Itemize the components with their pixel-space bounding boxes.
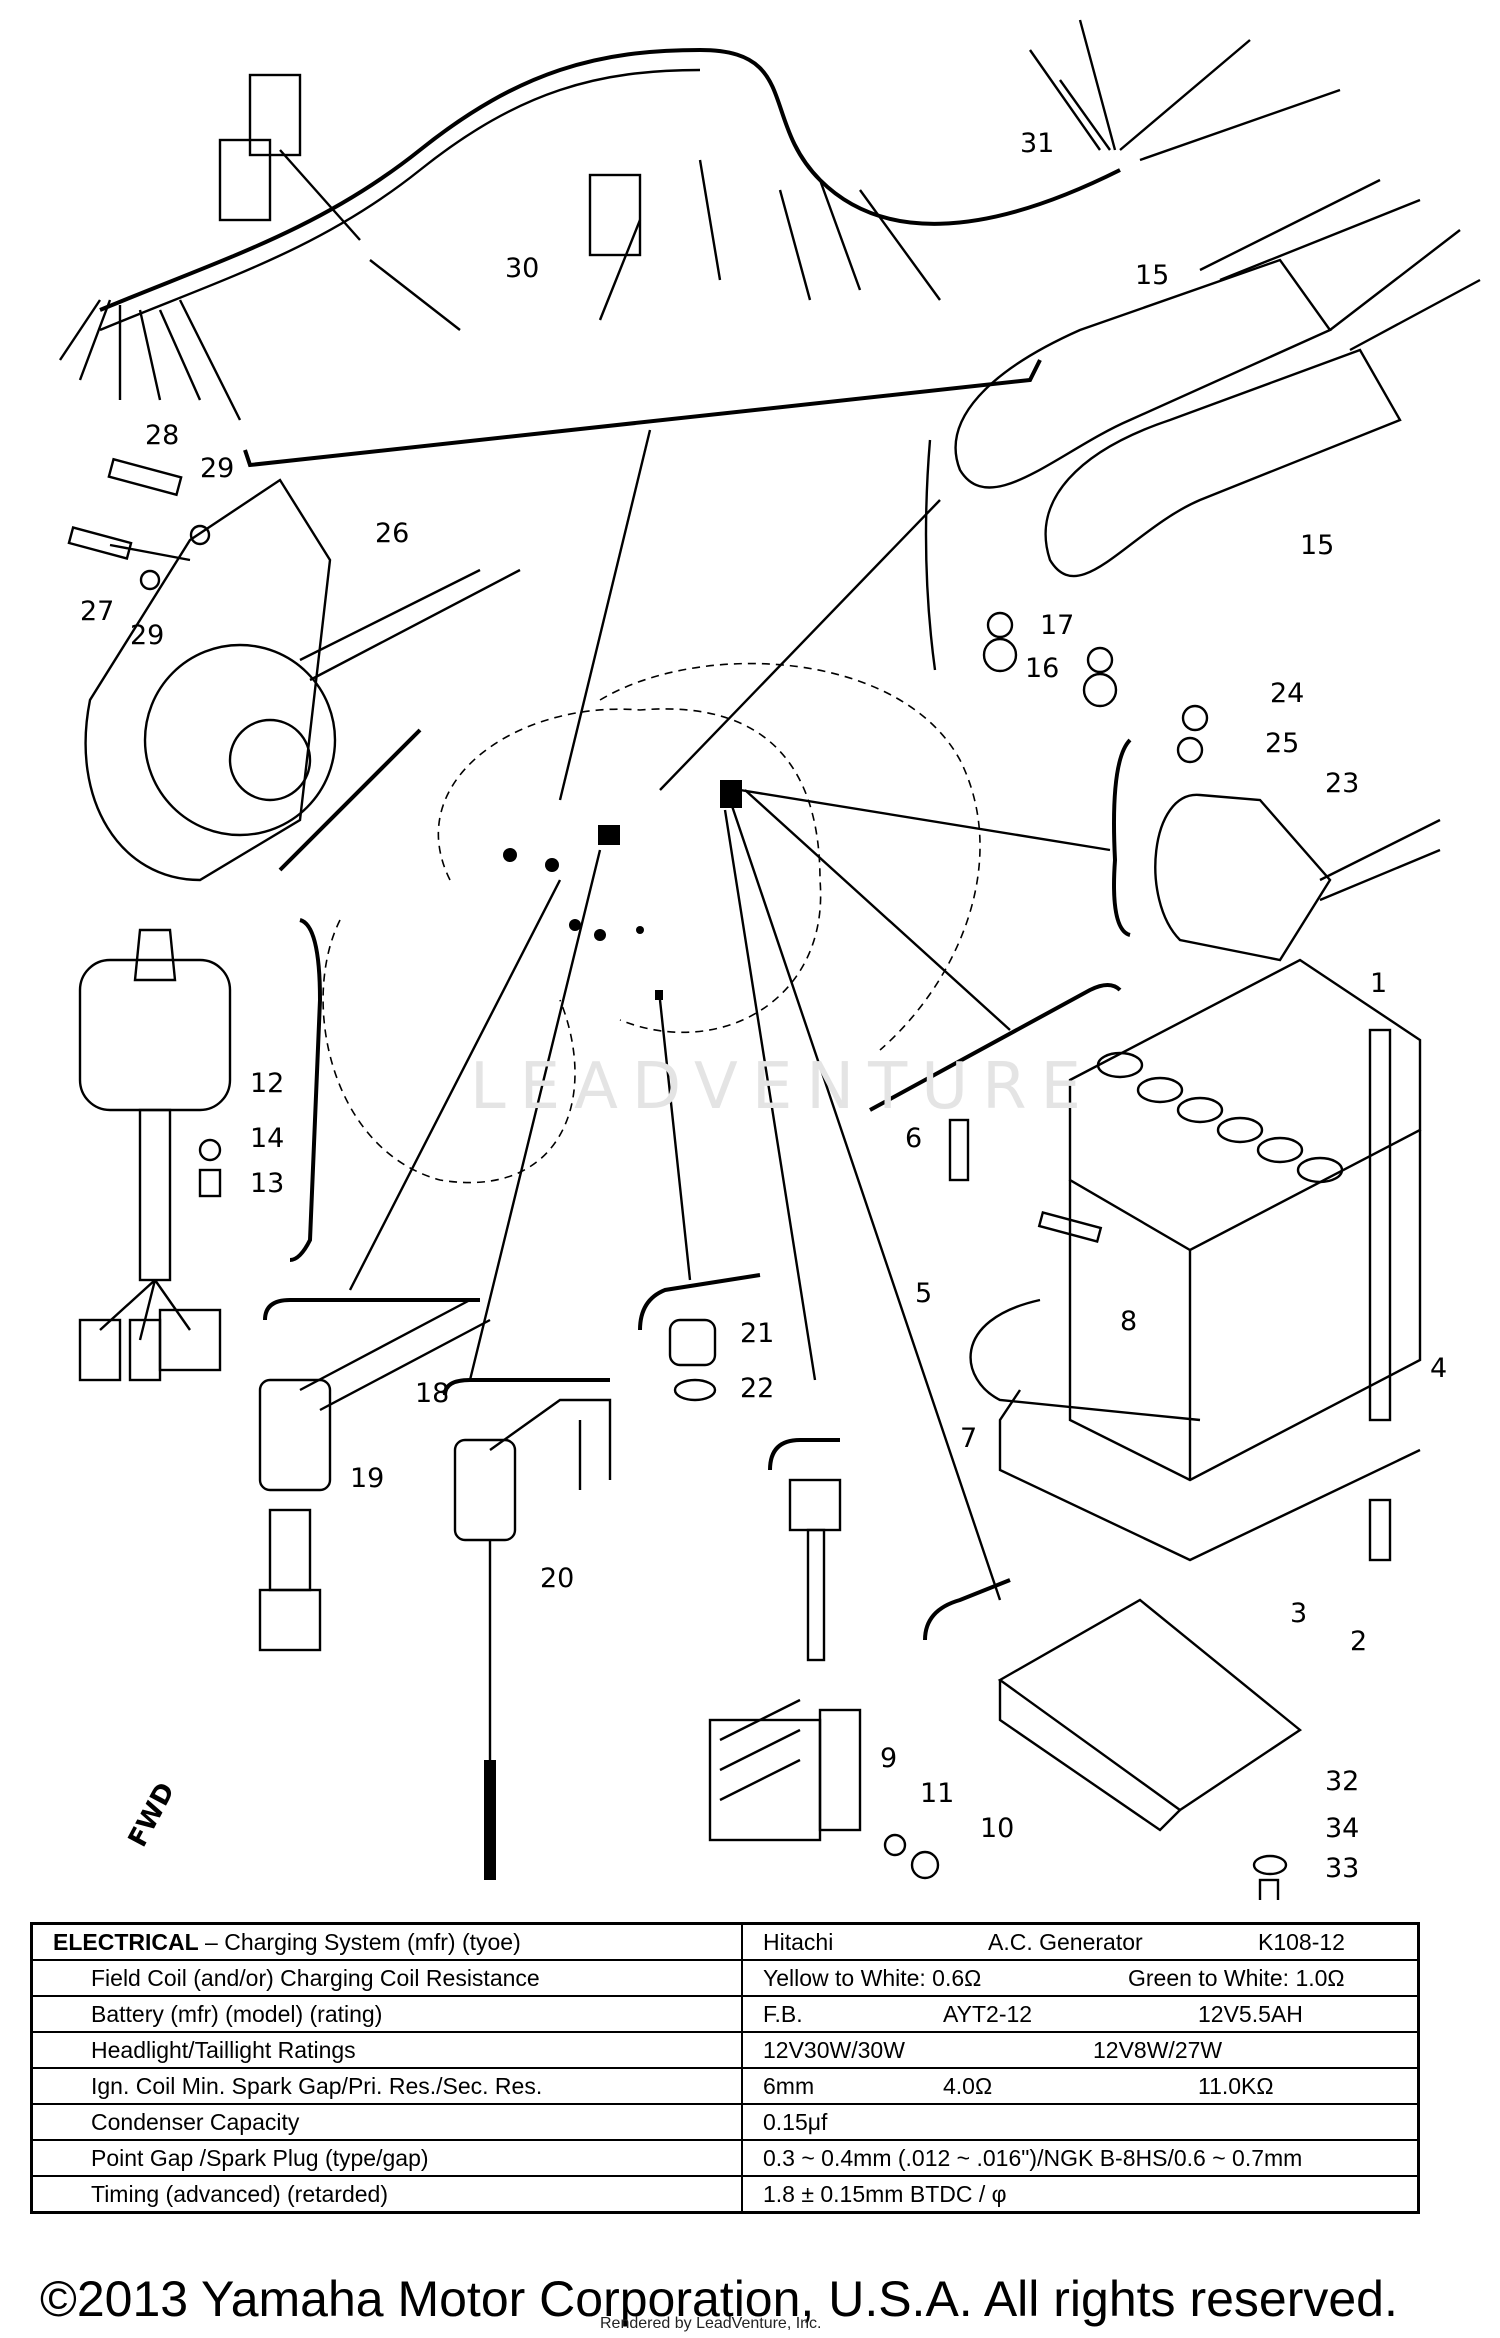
spec-value-part: Green to White: 1.0Ω (1128, 1964, 1345, 1991)
callout-17[interactable]: 17 (1040, 610, 1075, 641)
spec-label: Condenser Capacity (31, 2103, 743, 2140)
battery (869, 958, 1422, 1562)
table-row: Field Coil (and/or) Charging Coil Resist… (31, 1959, 1419, 1996)
spec-label: Battery (mfr) (model) (rating) (31, 1995, 743, 2032)
spec-value: Hitachi A.C. Generator K108-12 (742, 1922, 1419, 1960)
callout-16[interactable]: 16 (1025, 653, 1060, 684)
ignition-switch (78, 918, 323, 1382)
spec-value-part: K108-12 (1258, 1928, 1345, 1955)
plug-caps (258, 1298, 612, 1880)
table-row: Point Gap /Spark Plug (type/gap) 0.3 ~ 0… (31, 2139, 1419, 2176)
spec-label: Headlight/Taillight Ratings (31, 2031, 743, 2068)
callout-30[interactable]: 30 (505, 253, 540, 284)
spec-value-part: 12V5.5AH (1198, 2000, 1303, 2027)
callout-26[interactable]: 26 (375, 518, 410, 549)
callout-9[interactable]: 9 (880, 1743, 898, 1774)
callout-3[interactable]: 3 (1290, 1598, 1308, 1629)
spec-value-part: 12V8W/27W (1093, 2036, 1223, 2063)
callout-15a[interactable]: 15 (1135, 260, 1170, 291)
spec-value-part: Yellow to White: 0.6Ω (763, 1964, 982, 1991)
callout-11[interactable]: 11 (920, 1778, 955, 1809)
callout-19[interactable]: 19 (350, 1463, 385, 1494)
table-row: Battery (mfr) (model) (rating) F.B. AYT2-… (31, 1995, 1419, 2032)
condenser-23 (1154, 704, 1441, 962)
callout-32[interactable]: 32 (1325, 1766, 1360, 1797)
callout-7[interactable]: 7 (960, 1423, 978, 1454)
callout-33[interactable]: 33 (1325, 1853, 1360, 1884)
callout-34[interactable]: 34 (1325, 1813, 1360, 1844)
callout-12[interactable]: 12 (250, 1068, 285, 1099)
callout-18[interactable]: 18 (415, 1378, 450, 1409)
watermark: LEADVENTURE (470, 1050, 1095, 1124)
callout-21[interactable]: 21 (740, 1318, 775, 1349)
table-row: Ign. Coil Min. Spark Gap/Pri. Res./Sec. … (31, 2067, 1419, 2104)
spec-value: Yellow to White: 0.6Ω Green to White: 1.0… (742, 1959, 1419, 1996)
spec-value-part: Hitachi (763, 1928, 834, 1955)
spec-value: F.B. AYT2-12 12V5.5AH (742, 1995, 1419, 2032)
callout-23[interactable]: 23 (1325, 768, 1360, 799)
callout-29b[interactable]: 29 (130, 620, 165, 651)
spec-value-part: A.C. Generator (988, 1928, 1143, 1955)
parts-diagram (59, 19, 1481, 1900)
table-row: Timing (advanced) (retarded) 1.8 ± 0.15m… (31, 2175, 1419, 2213)
horn (67, 457, 521, 882)
spec-label: ELECTRICAL – Charging System (mfr) (tyoe… (31, 1922, 743, 1960)
spec-value: 12V30W/30W 12V8W/27W (742, 2031, 1419, 2068)
spec-value-part: AYT2-12 (943, 2000, 1033, 2027)
callout-10[interactable]: 10 (980, 1813, 1015, 1844)
spec-value-part: 6mm (763, 2072, 815, 2099)
spec-label: Ign. Coil Min. Spark Gap/Pri. Res./Sec. … (31, 2067, 743, 2104)
callout-24[interactable]: 24 (1270, 678, 1305, 709)
callout-22[interactable]: 22 (740, 1373, 775, 1404)
callout-5[interactable]: 5 (915, 1278, 933, 1309)
spec-label: Point Gap /Spark Plug (type/gap) (31, 2139, 743, 2176)
spec-value-part: F.B. (763, 2000, 803, 2027)
copyright-notice: ©2013 Yamaha Motor Corporation, U.S.A. A… (40, 2271, 1398, 2327)
callout-28[interactable]: 28 (145, 420, 180, 451)
callout-27[interactable]: 27 (80, 596, 115, 627)
callout-1[interactable]: 1 (1370, 968, 1388, 999)
spec-value: 6mm 4.0Ω 11.0KΩ (742, 2067, 1419, 2104)
callout-13[interactable]: 13 (250, 1168, 285, 1199)
spec-value: 1.8 ± 0.15mm BTDC / φ (742, 2175, 1419, 2213)
rectifier (708, 1438, 940, 1880)
spec-value: 0.3 ~ 0.4mm (.012 ~ .016")/NGK B-8HS/0.6… (742, 2139, 1419, 2176)
rendered-by-notice: Rendered by LeadVenture, Inc. (600, 2315, 822, 2332)
table-row: Condenser Capacity 0.15μf (31, 2103, 1419, 2140)
oil-switch (638, 1273, 761, 1402)
spec-label: Timing (advanced) (retarded) (31, 2175, 743, 2213)
spec-value-part: 4.0Ω (943, 2072, 993, 2099)
wire-harness (59, 19, 1341, 421)
bracket-harness (243, 359, 1042, 468)
spec-label: Field Coil (and/or) Charging Coil Resist… (31, 1959, 743, 1996)
callout-8[interactable]: 8 (1120, 1306, 1138, 1337)
electrical-spec-table: ELECTRICAL – Charging System (mfr) (tyoe… (30, 1922, 1420, 2214)
callout-4[interactable]: 4 (1430, 1353, 1448, 1384)
callout-2[interactable]: 2 (1350, 1626, 1368, 1657)
spec-value-part: 11.0KΩ (1198, 2072, 1274, 2099)
spec-value: 0.15μf (742, 2103, 1419, 2140)
callout-15b[interactable]: 15 (1300, 530, 1335, 561)
callout-20[interactable]: 20 (540, 1563, 575, 1594)
callout-6[interactable]: 6 (905, 1123, 923, 1154)
regulator (923, 1578, 1303, 1900)
table-row: ELECTRICAL – Charging System (mfr) (tyoe… (31, 1922, 1419, 1960)
frame-outline (322, 662, 981, 1184)
ignition-coils (954, 178, 1481, 708)
callout-31[interactable]: 31 (1020, 128, 1055, 159)
spec-label-prefix: ELECTRICAL (53, 1928, 199, 1955)
callout-29a[interactable]: 29 (200, 453, 235, 484)
callout-14[interactable]: 14 (250, 1123, 285, 1154)
spec-value-part: 12V30W/30W (763, 2036, 905, 2063)
callout-25[interactable]: 25 (1265, 728, 1300, 759)
